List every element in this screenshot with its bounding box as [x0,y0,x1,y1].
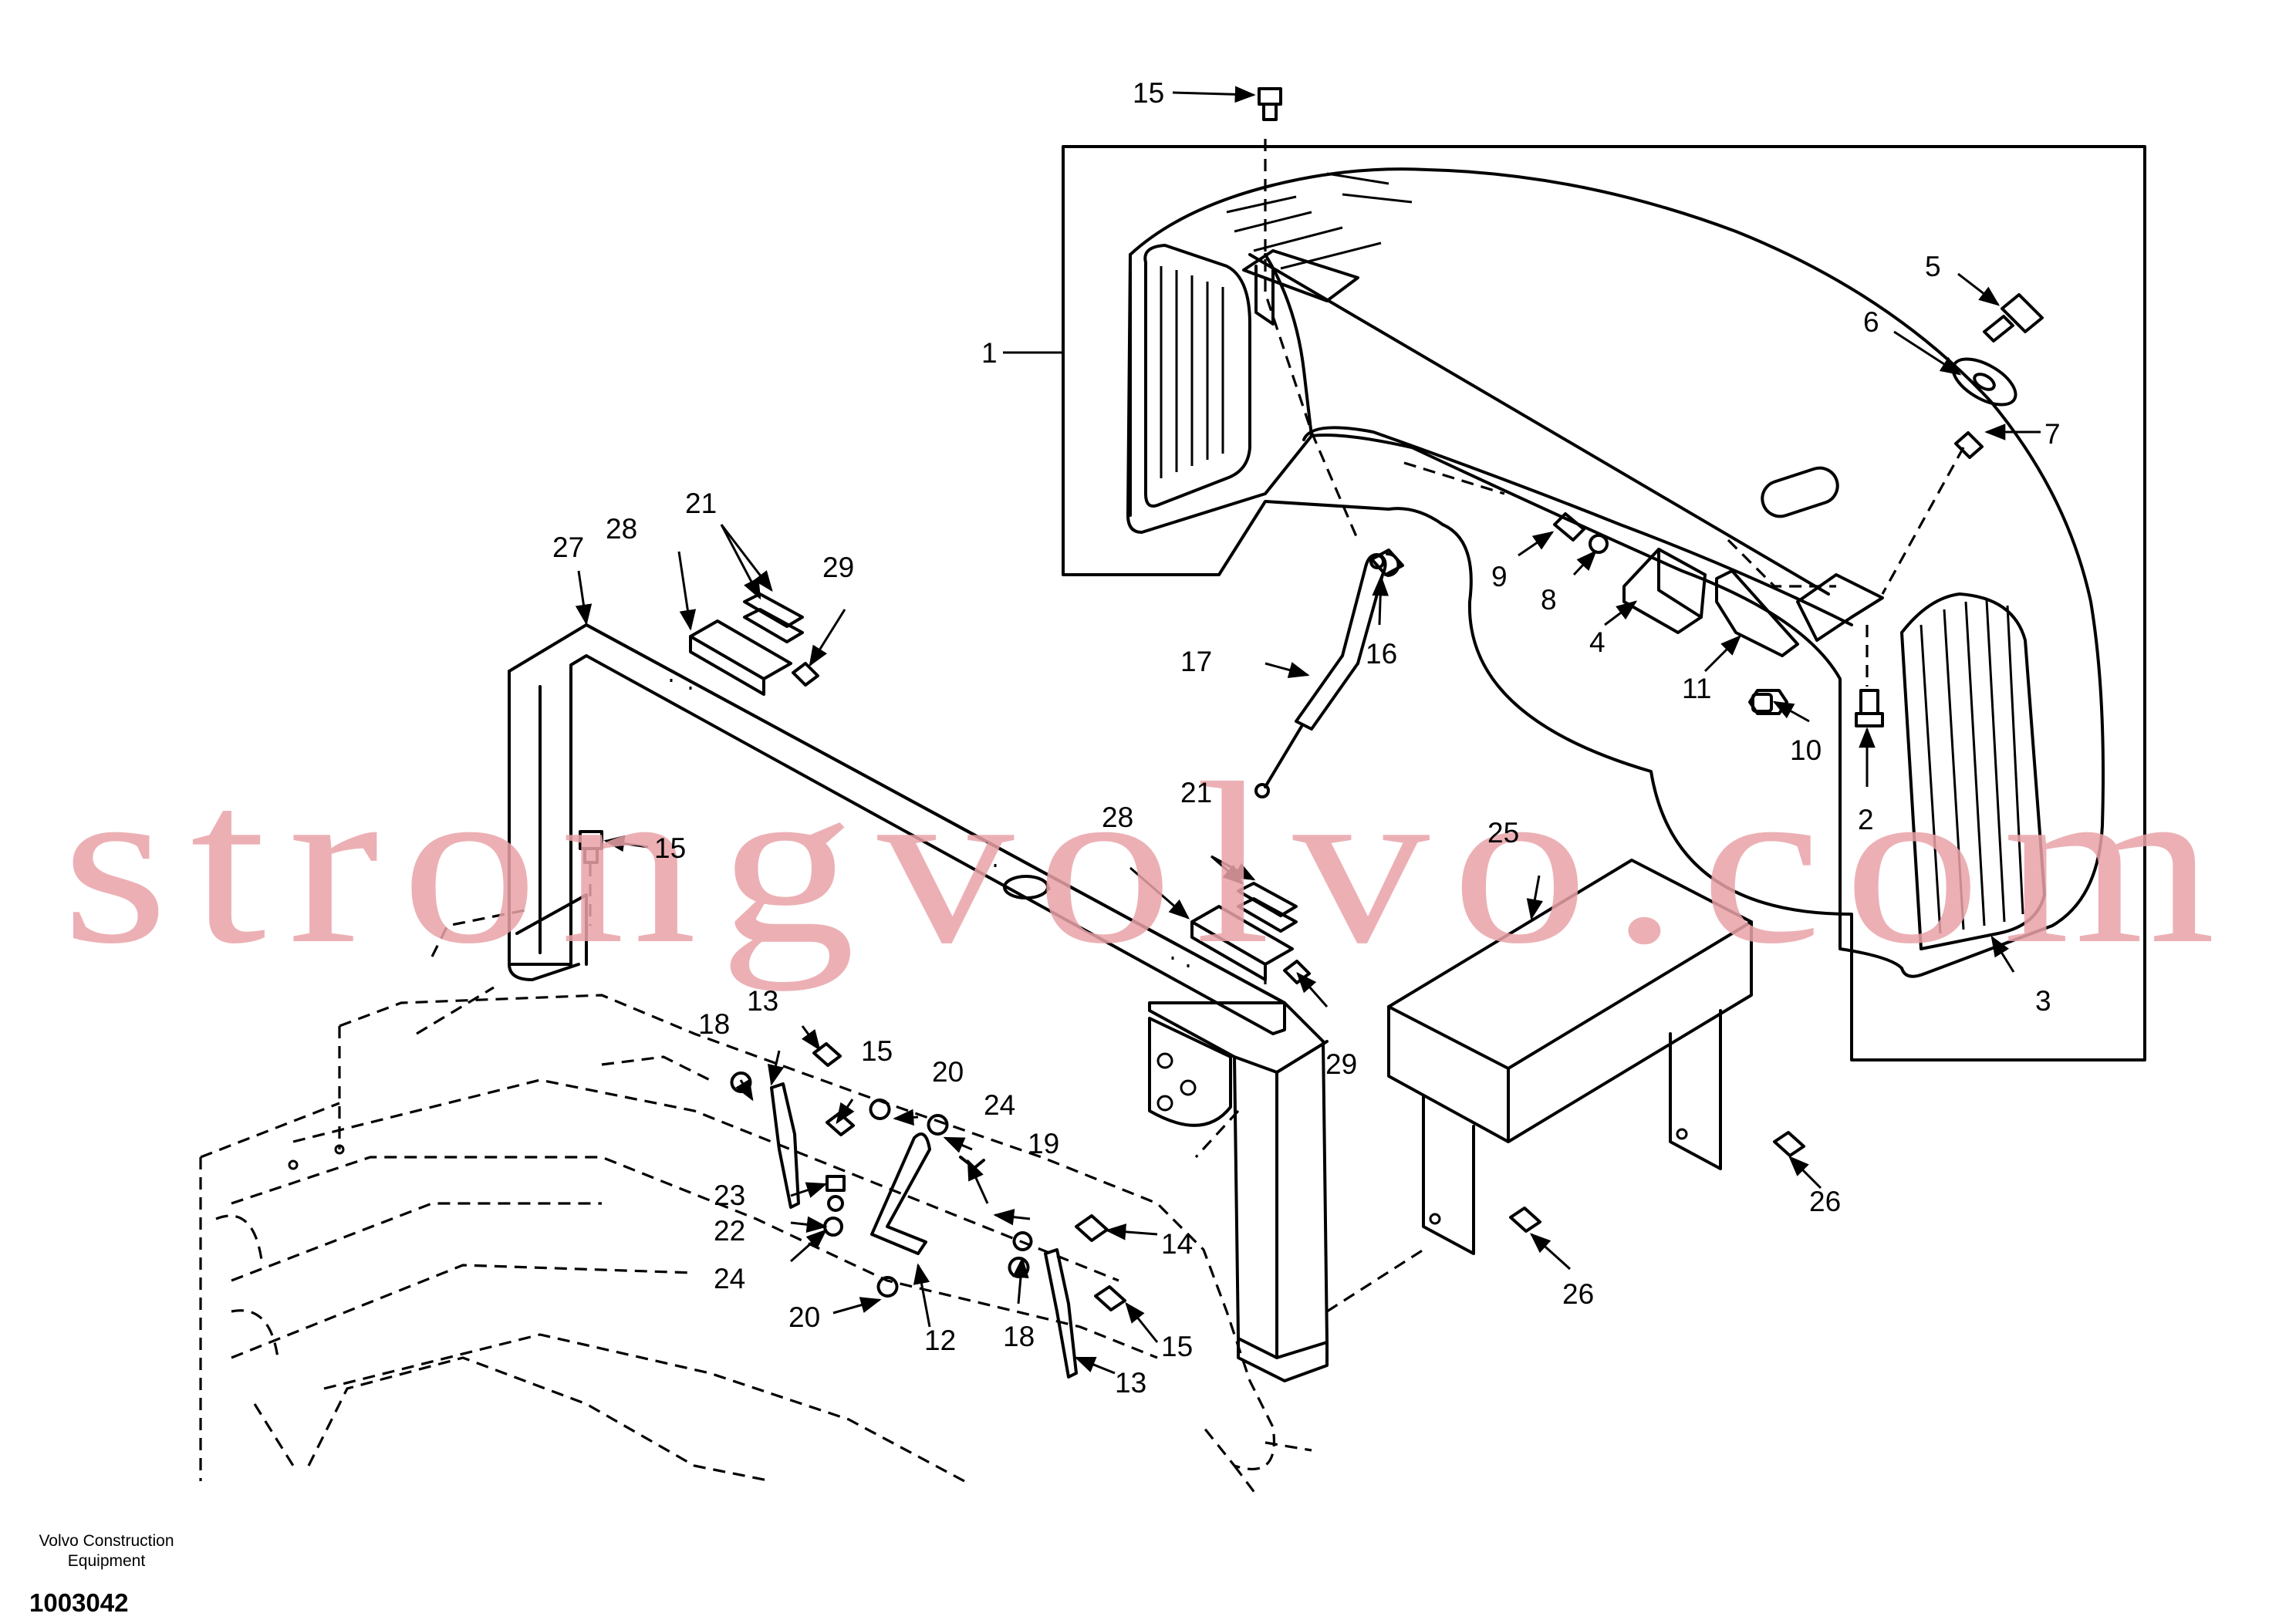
main-frame [508,623,1329,1382]
brand-line-2: Equipment [67,1552,146,1570]
callout-15: 15 [1161,1331,1193,1362]
callout-25: 25 [1487,817,1519,849]
callout-20: 20 [788,1301,820,1333]
callout-4: 4 [1589,626,1606,658]
callout-28: 28 [606,513,637,545]
callout-8: 8 [1541,584,1557,616]
callout-24: 24 [984,1089,1015,1121]
latch-assembly [1622,548,1884,715]
callout-12: 12 [924,1325,956,1356]
callout-18: 18 [698,1008,730,1040]
leader-arrows [575,86,2041,1375]
callout-29: 29 [822,552,854,583]
callout-21: 21 [1180,777,1212,808]
callout-20: 20 [932,1056,964,1088]
callout-26: 26 [1809,1186,1841,1217]
gas-strut [1254,553,1387,798]
watermark-text: strongvolvo.com [62,735,2237,992]
callout-13: 13 [1115,1367,1146,1399]
callout-7: 7 [2044,418,2061,450]
callout-15: 15 [1133,77,1164,109]
fastener-set [1258,87,2044,727]
callout-labels: 15 1 5 6 7 9 8 4 11 10 2 3 16 17 27 28 2… [552,77,2061,1399]
machine-base-outline [199,139,1965,1497]
callout-14: 14 [1161,1228,1193,1260]
callout-15: 15 [654,832,686,864]
callout-24: 24 [714,1263,745,1294]
callout-13: 13 [747,985,778,1017]
callout-10: 10 [1790,734,1822,766]
callout-15: 15 [861,1035,893,1067]
callout-19: 19 [1028,1128,1059,1159]
hood-cover [1126,167,2105,978]
brand-line-1: Volvo Construction [39,1532,174,1550]
drawing-number: 1003042 [29,1588,129,1617]
callout-21: 21 [685,488,717,519]
detail-box-outline [1062,145,2146,1061]
callout-2: 2 [1858,804,1874,835]
battery-cover [1387,859,1805,1255]
callout-29: 29 [1325,1048,1357,1080]
callout-11: 11 [1682,673,1711,704]
footer-block: Volvo Construction Equipment 1003042 [29,1531,184,1618]
callout-22: 22 [714,1215,745,1247]
callout-3: 3 [2035,985,2051,1017]
callout-5: 5 [1925,251,1941,282]
callout-1: 1 [981,337,998,369]
callout-9: 9 [1491,561,1508,592]
callout-28: 28 [1102,802,1133,833]
callout-27: 27 [552,532,584,563]
callout-6: 6 [1863,306,1879,338]
callout-18: 18 [1003,1321,1035,1352]
callout-23: 23 [714,1180,745,1211]
callout-26: 26 [1562,1278,1594,1310]
callout-17: 17 [1180,646,1212,677]
callout-16: 16 [1366,638,1397,670]
